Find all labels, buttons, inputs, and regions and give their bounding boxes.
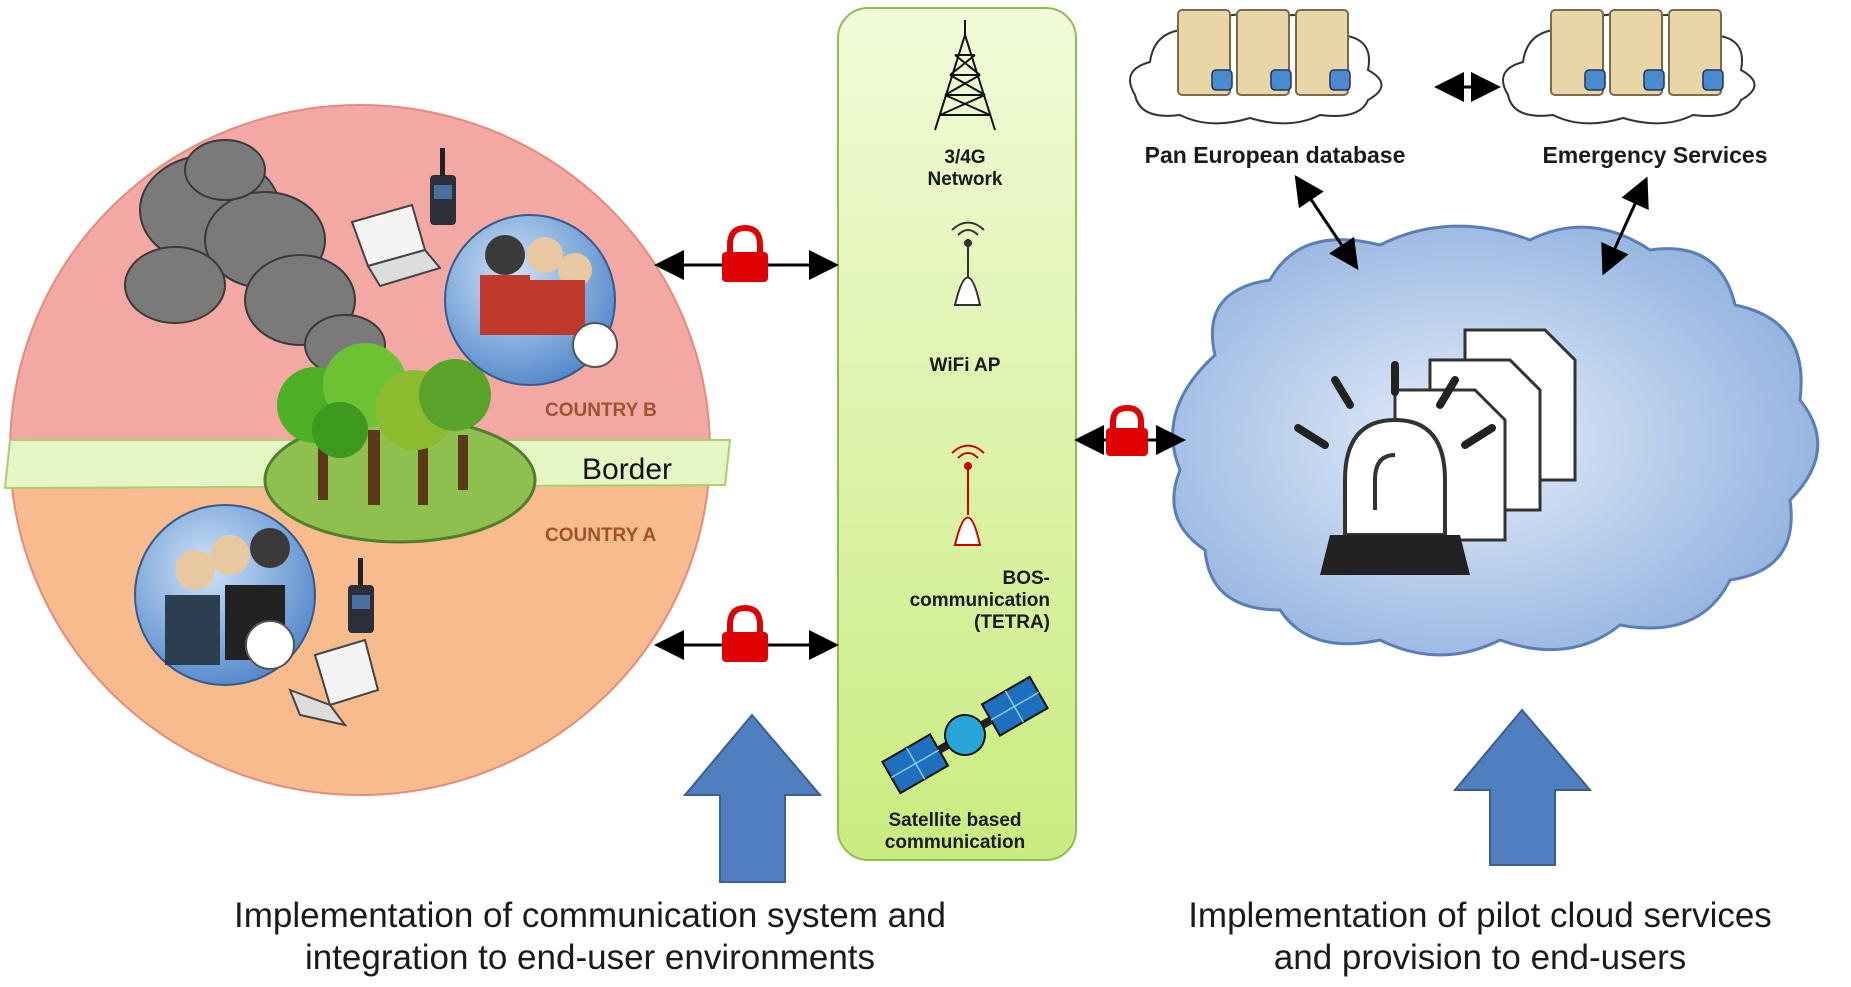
caption-right: Implementation of pilot cloud services a… — [1120, 895, 1840, 979]
satellite-icon — [881, 675, 1049, 795]
satellite-communication-label: Satellite based communication — [884, 810, 1026, 853]
lock-icon — [722, 224, 1148, 662]
bos-tetra-label: BOS- communication (TETRA) — [909, 568, 1050, 633]
country-a-label: COUNTRY A — [545, 525, 657, 546]
smoke-icon — [124, 139, 386, 376]
emergency-cloud — [1502, 9, 1756, 125]
radio-icon-a — [348, 558, 374, 633]
tetra-icon — [951, 444, 985, 546]
caption-right-line2: and provision to end-users — [1273, 938, 1687, 977]
laptop-icon-b — [350, 203, 442, 288]
caption-right-line1: Implementation of pilot cloud services — [1188, 896, 1772, 935]
arrow-up-right — [1452, 708, 1593, 866]
caption-left-line2: integration to end-user environments — [304, 938, 876, 977]
caption-left: Implementation of communication system a… — [90, 895, 1090, 979]
firefighters-icon-a — [134, 504, 316, 686]
arrow-database-cloud — [1294, 175, 1359, 270]
wifi-ap-label: WiFi AP — [929, 355, 1001, 376]
radio-icon-b — [430, 148, 456, 225]
alarm-icon — [1294, 361, 1496, 575]
laptop-icon-a — [288, 638, 380, 727]
network-3-4g-label: 3/4G Network — [927, 147, 1003, 190]
wifi-icon — [951, 221, 985, 306]
caption-left-line1: Implementation of communication system a… — [234, 896, 946, 935]
database-cloud — [1129, 9, 1383, 125]
server-icon — [1550, 9, 1722, 96]
arrow-up-left — [682, 713, 823, 883]
firefighters-icon-b — [444, 214, 618, 386]
arrow-emergency-cloud — [1601, 176, 1649, 276]
border-label: Border — [582, 453, 673, 486]
trees-icon — [277, 343, 491, 505]
country-b-label: COUNTRY B — [545, 400, 657, 421]
server-icon — [1177, 9, 1349, 96]
emergency-services-label: Emergency Services — [1542, 142, 1768, 168]
tower-icon — [934, 20, 996, 131]
pan-european-database-label: Pan European database — [1144, 142, 1406, 168]
